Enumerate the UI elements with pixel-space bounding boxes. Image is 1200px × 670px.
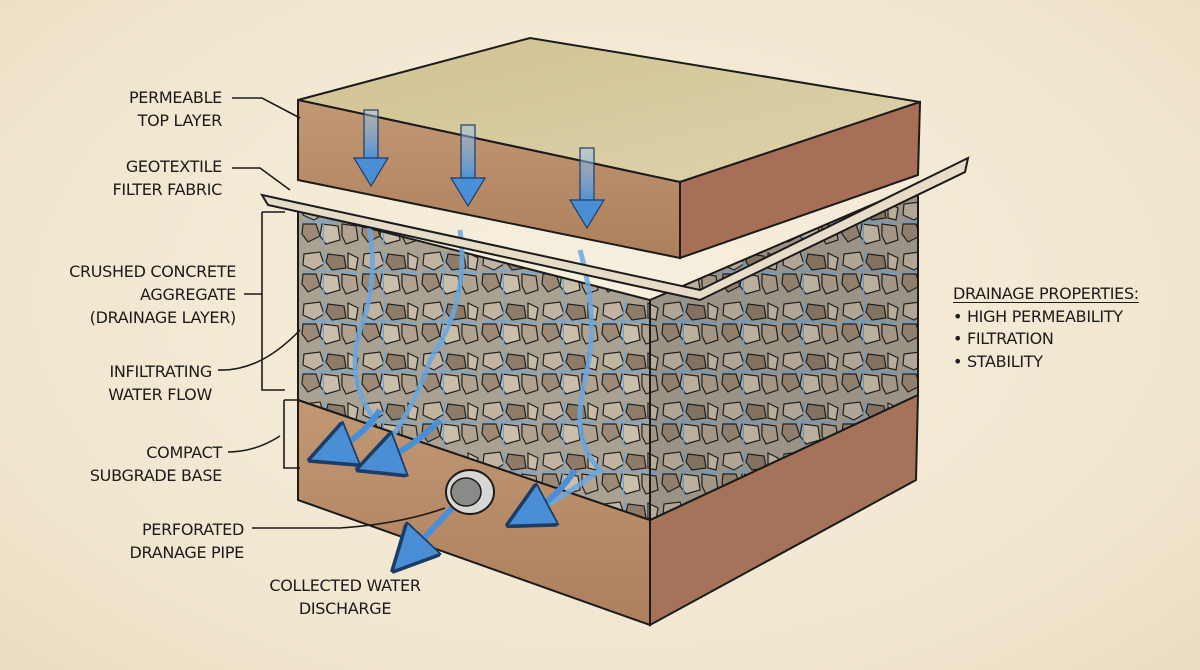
label-geotextile-filter-fabric: GEOTEXTILE FILTER FABRIC — [112, 157, 223, 199]
label-perforated-drainage-pipe: PERFORATED DRANAGE PIPE — [129, 520, 245, 562]
property-item: STABILITY — [953, 351, 1139, 374]
geotextile-fabric — [259, 156, 970, 302]
label-infiltrating-water-flow: INFILTRATING WATER FLOW — [108, 362, 212, 404]
label-collected-water-discharge: COLLECTED WATER DISCHARGE — [269, 576, 421, 618]
drainage-properties-list: DRAINAGE PROPERTIES: HIGH PERMEABILITY F… — [953, 283, 1139, 373]
property-item: FILTRATION — [953, 328, 1139, 351]
label-crushed-concrete-aggregate: CRUSHED CONCRETE AGGREGATE (DRAINAGE LAY… — [69, 262, 236, 327]
label-permeable-top-layer: PERMEABLE TOP LAYER — [128, 88, 222, 130]
property-item: HIGH PERMEABILITY — [953, 306, 1139, 329]
leader-lines — [217, 97, 446, 529]
drainage-pipe — [445, 469, 495, 515]
discharge-arrows — [330, 408, 578, 555]
infiltration-arrows — [352, 109, 606, 230]
label-compact-subgrade-base: COMPACT SUBGRADE BASE — [89, 443, 222, 485]
properties-title: DRAINAGE PROPERTIES: — [953, 284, 1139, 303]
